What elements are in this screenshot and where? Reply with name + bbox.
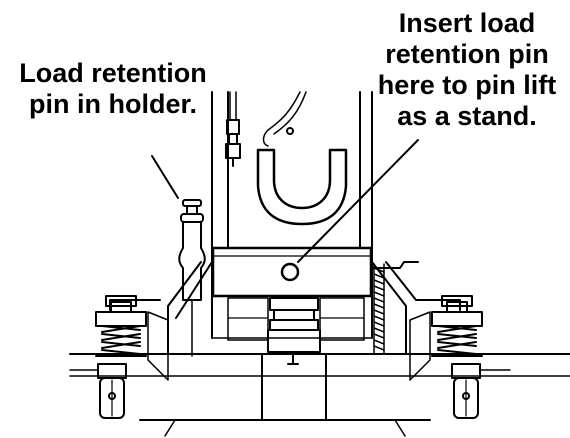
jack-cylinder (227, 297, 365, 365)
callout-stand-line-4: as a stand. (397, 101, 537, 131)
leader-line-stand (297, 139, 419, 263)
pin-holder (178, 199, 206, 357)
callout-insert-pin: Insert load retention pin here to pin li… (364, 8, 570, 132)
leader-line-holder (151, 155, 179, 199)
callout-stand-line-2: retention pin (385, 39, 549, 69)
callout-stand-line-1: Insert load (398, 8, 536, 38)
callout-pin-in-holder: Load retention pin in holder. (0, 58, 226, 120)
centre-leg (261, 353, 327, 421)
lift-mast (211, 91, 373, 339)
lift-saddle (256, 91, 348, 226)
left-frame (109, 261, 213, 355)
callout-stand-line-3: here to pin lift (377, 70, 557, 100)
callout-holder-line-1: Load retention (19, 58, 207, 88)
callout-holder-line-2: pin in holder. (29, 89, 197, 119)
base-lines (69, 353, 570, 437)
left-caster (69, 295, 169, 419)
hydraulic-hose (225, 91, 241, 167)
cross-block (211, 246, 373, 298)
retention-pin-hole (280, 262, 300, 282)
mast-spring (373, 263, 385, 355)
right-caster (409, 295, 511, 419)
